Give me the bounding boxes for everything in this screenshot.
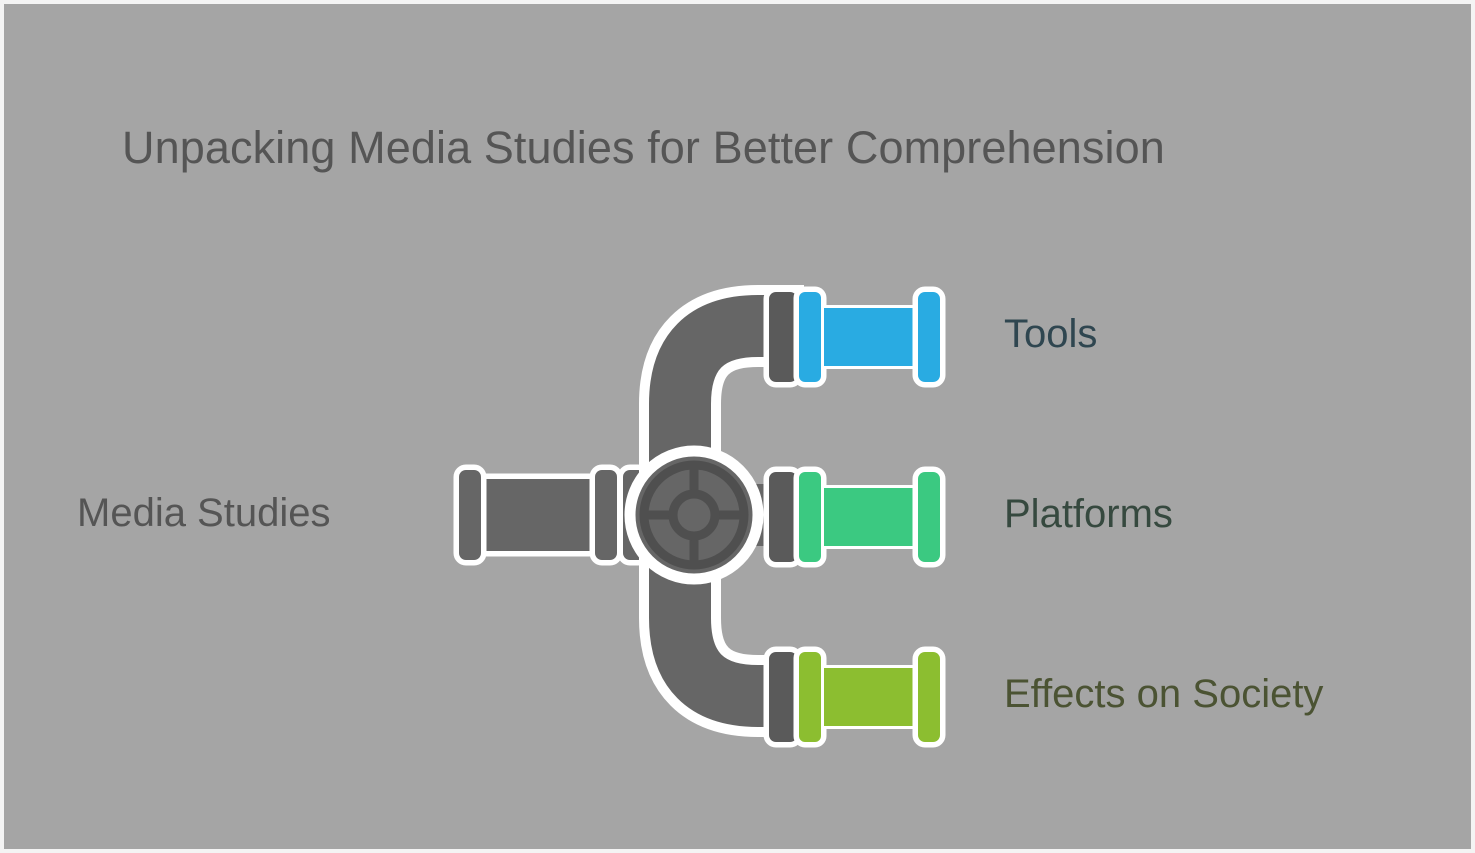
node-label-platforms: Platforms [1004,492,1173,536]
branch-pipe-middle [763,466,946,568]
node-label-source: Media Studies [77,491,331,535]
elbow-bottom [639,514,804,737]
pipe-diagram-graphic [453,285,946,748]
node-label-tools: Tools [1004,312,1098,356]
elbow-top [639,285,804,516]
branch-pipe-bottom [763,646,946,748]
page-title: Unpacking Media Studies for Better Compr… [122,122,1165,173]
branch-pipe-top [763,286,946,388]
source-pipe-end-flange [453,464,487,566]
valve-wheel-icon [624,445,764,585]
node-label-effects-on-society: Effects on Society [1004,672,1324,716]
